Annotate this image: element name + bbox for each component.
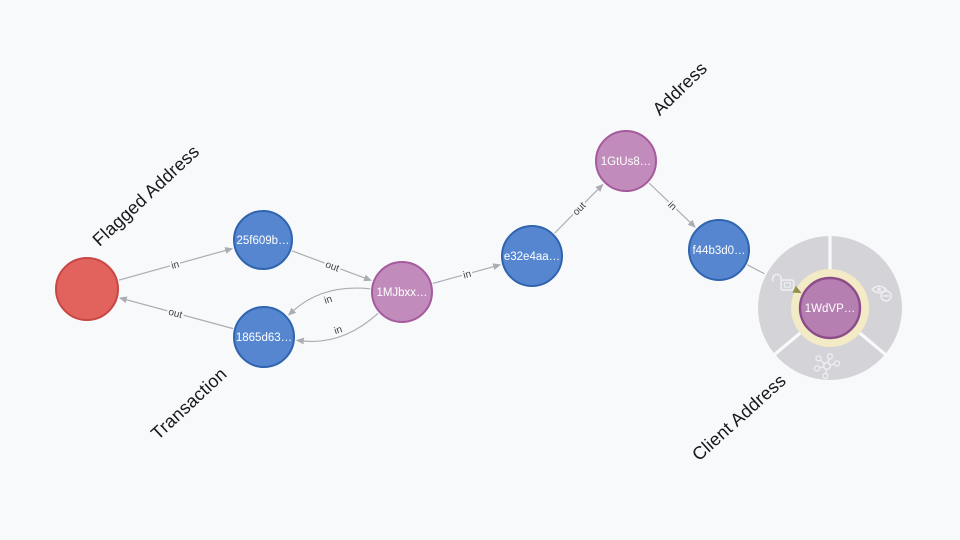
dismiss-icon[interactable] — [871, 285, 892, 302]
relationship-type-label: out — [571, 200, 589, 218]
relationship-type-label: in — [333, 324, 344, 337]
relationship-line[interactable] — [126, 299, 234, 330]
context-menu-divider — [857, 330, 888, 357]
node-caption: e32e4aa… — [504, 251, 560, 263]
graph-edge-n1GtUs8-nf44b3d0[interactable]: in — [648, 182, 696, 228]
graph-node-ne32e4aa[interactable]: e32e4aa… — [501, 225, 563, 287]
graph-node-n25f609b[interactable]: 25f609b… — [233, 210, 293, 270]
unlock-icon[interactable] — [771, 273, 795, 291]
graph-node-n1GtUs8[interactable]: 1GtUs8… — [595, 130, 657, 192]
category-caption-client-address: Client Address — [688, 370, 790, 464]
graph-edge-n1MJbxx-ne32e4aa[interactable]: in — [432, 263, 502, 285]
graph-node-n1WdVP[interactable]: 1WdVP… — [791, 269, 869, 347]
relationship-line[interactable] — [432, 266, 494, 285]
graph-node-n1865d63[interactable]: 1865d63… — [233, 306, 295, 368]
selected-relationship-arrowhead — [792, 285, 802, 294]
node-circle[interactable] — [688, 219, 750, 281]
node-caption: 25f609b… — [236, 235, 289, 247]
graph-edge-flagged-n25f609b[interactable]: in — [118, 247, 234, 281]
node-circle[interactable] — [501, 225, 563, 287]
node-circle[interactable] — [233, 306, 295, 368]
relationship-arrowhead — [287, 307, 297, 316]
relationship-line[interactable] — [554, 189, 599, 234]
relationship-arrowhead — [118, 296, 128, 304]
relationship-arrowhead — [595, 183, 604, 192]
expand-icon[interactable] — [813, 353, 841, 380]
relationship-arrowhead — [492, 263, 502, 270]
node-circle[interactable] — [55, 257, 119, 321]
relationship-type-label: out — [167, 307, 184, 321]
category-caption-transaction: Transaction — [147, 364, 231, 444]
graph-edge-nf44b3d0-n1WdVP[interactable] — [747, 264, 765, 275]
relationship-type-label: in — [462, 269, 472, 282]
node-caption: 1865d63… — [236, 332, 292, 344]
relationship-type-label: in — [665, 200, 678, 213]
graph-edge-n1MJbxx-n1865d63[interactable]: in — [295, 312, 379, 345]
graph-edge-n25f609b-n1MJbxx[interactable]: out — [291, 250, 373, 282]
node-circle[interactable] — [798, 276, 862, 340]
relationship-type-label: in — [170, 259, 180, 272]
graph-node-n1MJbxx[interactable]: 1MJbxx… — [371, 261, 433, 323]
node-caption: 1WdVP… — [805, 303, 856, 315]
relationship-arrowhead — [295, 337, 305, 345]
relationship-line[interactable] — [303, 312, 379, 343]
graph-edge-n1865d63-flagged[interactable]: out — [118, 296, 234, 330]
node-caption: f44b3d0… — [692, 245, 745, 257]
category-caption-address: Address — [649, 58, 711, 119]
node-circle[interactable] — [595, 130, 657, 192]
relationship-line[interactable] — [291, 250, 365, 279]
graph-edge-n1MJbxx-n1865d63[interactable]: in — [287, 287, 371, 316]
node-circle[interactable] — [371, 261, 433, 323]
relationship-line[interactable] — [648, 182, 691, 223]
relationship-line[interactable] — [118, 249, 226, 281]
node-circle[interactable] — [233, 210, 293, 270]
relationship-line[interactable] — [293, 287, 371, 311]
context-menu-ring[interactable] — [758, 236, 902, 380]
context-menu-divider — [772, 330, 803, 357]
relationship-arrowhead — [224, 247, 234, 254]
graph-edge-ne32e4aa-n1GtUs8[interactable]: out — [554, 183, 604, 234]
graph-node-flagged[interactable] — [55, 257, 119, 321]
node-caption: 1GtUs8… — [601, 156, 652, 168]
relationship-type-label: in — [323, 294, 334, 307]
relationship-type-label: out — [324, 259, 341, 274]
relationship-arrowhead — [363, 274, 373, 282]
category-caption-flagged-address: Flagged Address — [89, 141, 204, 250]
node-caption: 1MJbxx… — [376, 287, 427, 299]
graph-node-nf44b3d0[interactable]: f44b3d0… — [688, 219, 750, 281]
relationship-line[interactable] — [747, 264, 765, 275]
relationship-arrowhead — [687, 219, 696, 228]
